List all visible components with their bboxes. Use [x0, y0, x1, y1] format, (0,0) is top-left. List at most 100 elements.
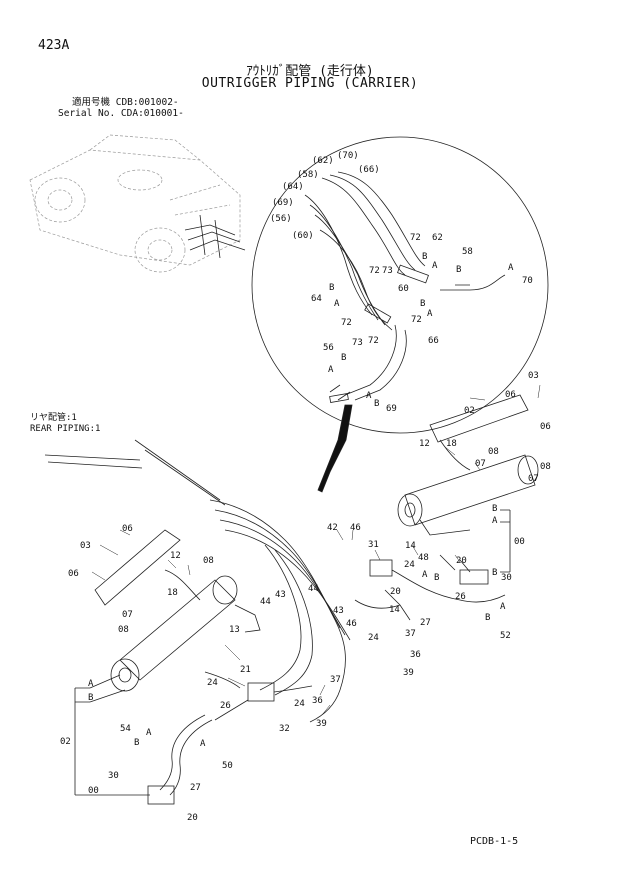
part-label: 48	[418, 553, 429, 563]
detail-label: A	[427, 309, 433, 319]
detail-label: 72	[368, 336, 379, 346]
detail-label: B	[329, 283, 334, 293]
part-label: 27	[420, 618, 431, 628]
page-number: 423A	[38, 38, 70, 53]
part-label: 36	[410, 650, 421, 660]
part-label: 06	[122, 524, 133, 534]
part-label: 37	[330, 675, 341, 685]
part-label: 12	[419, 439, 430, 449]
detail-label: (64)	[282, 182, 304, 192]
part-label: 44	[308, 584, 319, 594]
detail-label: 58	[462, 247, 473, 257]
chassis-piping-detail	[184, 214, 246, 259]
part-label: 20	[390, 587, 401, 597]
part-label: 39	[403, 668, 414, 678]
part-label: 06	[505, 390, 516, 400]
detail-label: 73	[382, 266, 393, 276]
title-japanese: ｱｳﾄﾘｶﾞ配管 (走行体)	[246, 64, 374, 79]
part-label: 52	[500, 631, 511, 641]
part-label: 21	[240, 665, 251, 675]
left-outrigger-cylinder	[94, 529, 261, 692]
detail-label: B	[456, 265, 461, 275]
part-label: 07	[475, 459, 486, 469]
rear-piping-english: REAR PIPING:1	[30, 424, 101, 434]
part-label: A	[88, 679, 94, 689]
main-hose-bundle	[44, 439, 351, 723]
part-label: 08	[203, 556, 214, 566]
part-label: 50	[222, 761, 233, 771]
part-label: 14	[389, 605, 400, 615]
part-label: 03	[80, 541, 91, 551]
part-label: 02	[464, 406, 475, 416]
part-label: 44	[260, 597, 271, 607]
bracket-00-right	[500, 509, 511, 573]
part-label: A	[422, 570, 428, 580]
detail-label: B	[422, 252, 427, 262]
part-label: 18	[446, 439, 457, 449]
part-label: 46	[350, 523, 361, 533]
leader-lines	[91, 384, 541, 716]
part-label: 20	[456, 556, 467, 566]
detail-label: 72	[411, 315, 422, 325]
detail-label: (62)	[312, 156, 334, 166]
part-label: 00	[514, 537, 525, 547]
part-label: B	[492, 568, 497, 578]
part-label: 42	[327, 523, 338, 533]
part-label: 30	[501, 573, 512, 583]
part-label: 07	[122, 610, 133, 620]
detail-label: 64	[311, 294, 322, 304]
part-label: B	[134, 738, 139, 748]
detail-label: 70	[522, 276, 533, 286]
detail-label: A	[328, 365, 334, 375]
footer-code: PCDB-1-5	[470, 836, 519, 847]
detail-callouts: (62) (70) (58) (66) (64) (69) (56) (60) …	[270, 151, 533, 414]
part-label: A	[492, 516, 498, 526]
part-label: 06	[68, 569, 79, 579]
part-label: 24	[294, 699, 305, 709]
part-label: 46	[346, 619, 357, 629]
right-side-fittings	[354, 554, 506, 621]
part-label: 43	[275, 590, 286, 600]
part-label: B	[485, 613, 490, 623]
part-label: 26	[220, 701, 231, 711]
part-label: B	[492, 504, 497, 514]
detail-label: (66)	[358, 165, 380, 175]
part-label: 32	[279, 724, 290, 734]
detail-label: (58)	[297, 170, 319, 180]
part-label: 31	[368, 540, 379, 550]
part-label: 18	[167, 588, 178, 598]
detail-label: B	[341, 353, 346, 363]
part-label: 24	[207, 678, 218, 688]
part-label: 24	[368, 633, 379, 643]
detail-label: 56	[323, 343, 334, 353]
part-label: 37	[405, 629, 416, 639]
part-label: 27	[190, 783, 201, 793]
title-english: OUTRIGGER PIPING (CARRIER)	[201, 76, 419, 91]
detail-label: 69	[386, 404, 397, 414]
part-label: 24	[404, 560, 415, 570]
part-label: 39	[316, 719, 327, 729]
part-label: 13	[229, 625, 240, 635]
part-label: 08	[118, 625, 129, 635]
bracket-00-left	[74, 674, 150, 796]
part-label: 12	[170, 551, 181, 561]
detail-label: A	[366, 391, 372, 401]
detail-label: B	[374, 399, 379, 409]
detail-label: 72	[369, 266, 380, 276]
bottom-manifold	[147, 671, 313, 805]
part-label: A	[200, 739, 206, 749]
detail-label: 60	[398, 284, 409, 294]
part-label: B	[434, 573, 439, 583]
part-label: 30	[108, 771, 119, 781]
detail-label: B	[420, 299, 425, 309]
part-label: 03	[528, 371, 539, 381]
detail-label: 72	[341, 318, 352, 328]
part-label: A	[500, 602, 506, 612]
detail-label: (60)	[292, 231, 314, 241]
part-label: 06	[540, 422, 551, 432]
part-label: 00	[88, 786, 99, 796]
part-callouts: 03 06 02 06 12 18 08 07 08 07 B A 00 B A…	[60, 371, 551, 823]
carrier-chassis-ghost	[29, 134, 241, 273]
detail-label: A	[508, 263, 514, 273]
detail-label: (70)	[337, 151, 359, 161]
